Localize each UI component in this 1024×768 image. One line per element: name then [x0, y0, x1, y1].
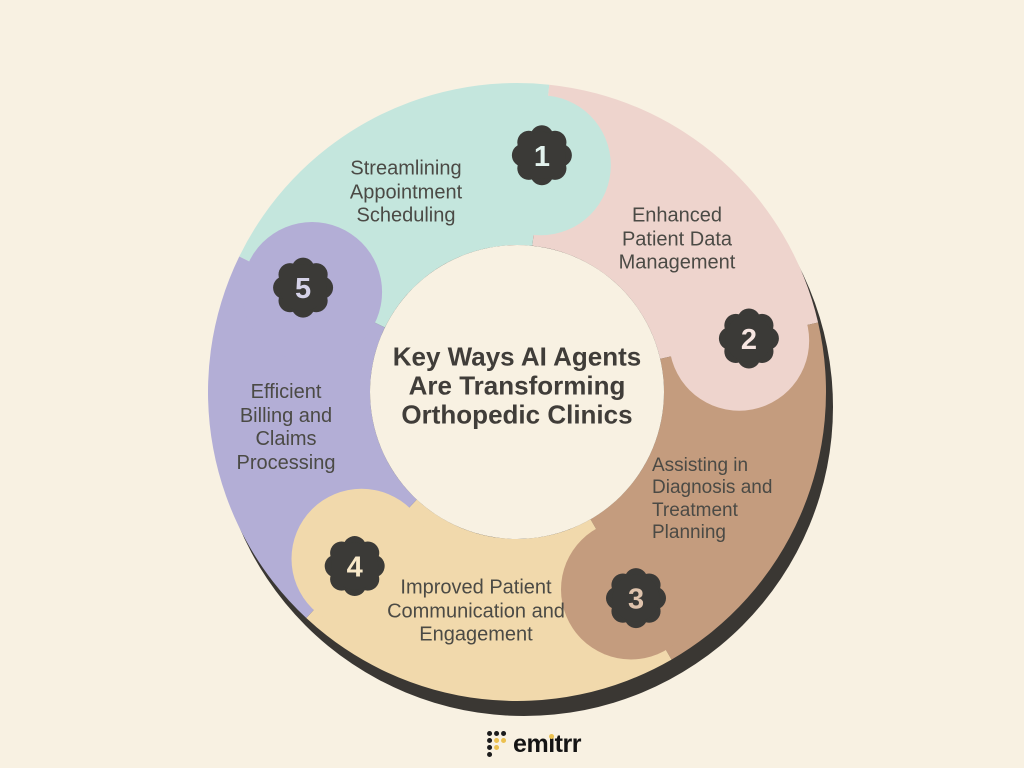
logo-dot: [501, 752, 506, 757]
inner-circle: [370, 245, 664, 539]
badge-5: 5: [273, 257, 334, 318]
logo-dot: [487, 731, 493, 736]
logo-text-part: trr: [554, 729, 582, 758]
logo-dot: [494, 738, 500, 743]
badge-3: 3: [606, 568, 666, 629]
logo-dot: [494, 731, 500, 736]
logo-letter-i: ı: [548, 729, 555, 758]
segment-2-label: Enhanced Patient Data Management: [618, 204, 736, 274]
diagram-title: Key Ways AI Agents Are Transforming Orth…: [392, 341, 642, 430]
segment-1-label: Streamlining Appointment Scheduling: [349, 157, 463, 227]
emitrr-logo-icon: [487, 731, 507, 757]
logo-dot: [494, 752, 499, 757]
badge-1: 1: [511, 125, 572, 186]
badge-2: 2: [718, 308, 779, 369]
segment-5-label: Efficient Billing and Claims Processing: [236, 380, 336, 474]
badge-number: 1: [534, 141, 550, 173]
badge-number: 5: [295, 273, 311, 305]
logo-dot: [501, 731, 507, 736]
logo-text-part: em: [513, 729, 549, 758]
badge-number: 4: [347, 552, 363, 584]
logo-i-dot: [548, 733, 554, 739]
logo-dot: [501, 738, 507, 743]
badge-number: 2: [741, 324, 757, 356]
segment-4-label: Improved Patient Communication and Engag…: [387, 576, 565, 646]
logo-dot: [487, 745, 493, 750]
logo-dot: [487, 738, 493, 743]
logo-dot: [487, 752, 493, 757]
badge-number: 3: [628, 584, 644, 616]
segment-3-label: Assisting in Diagnosis and Treatment Pla…: [652, 455, 773, 544]
logo-dot: [494, 745, 500, 750]
badge-4: 4: [324, 536, 385, 597]
logo-dot: [501, 745, 506, 750]
